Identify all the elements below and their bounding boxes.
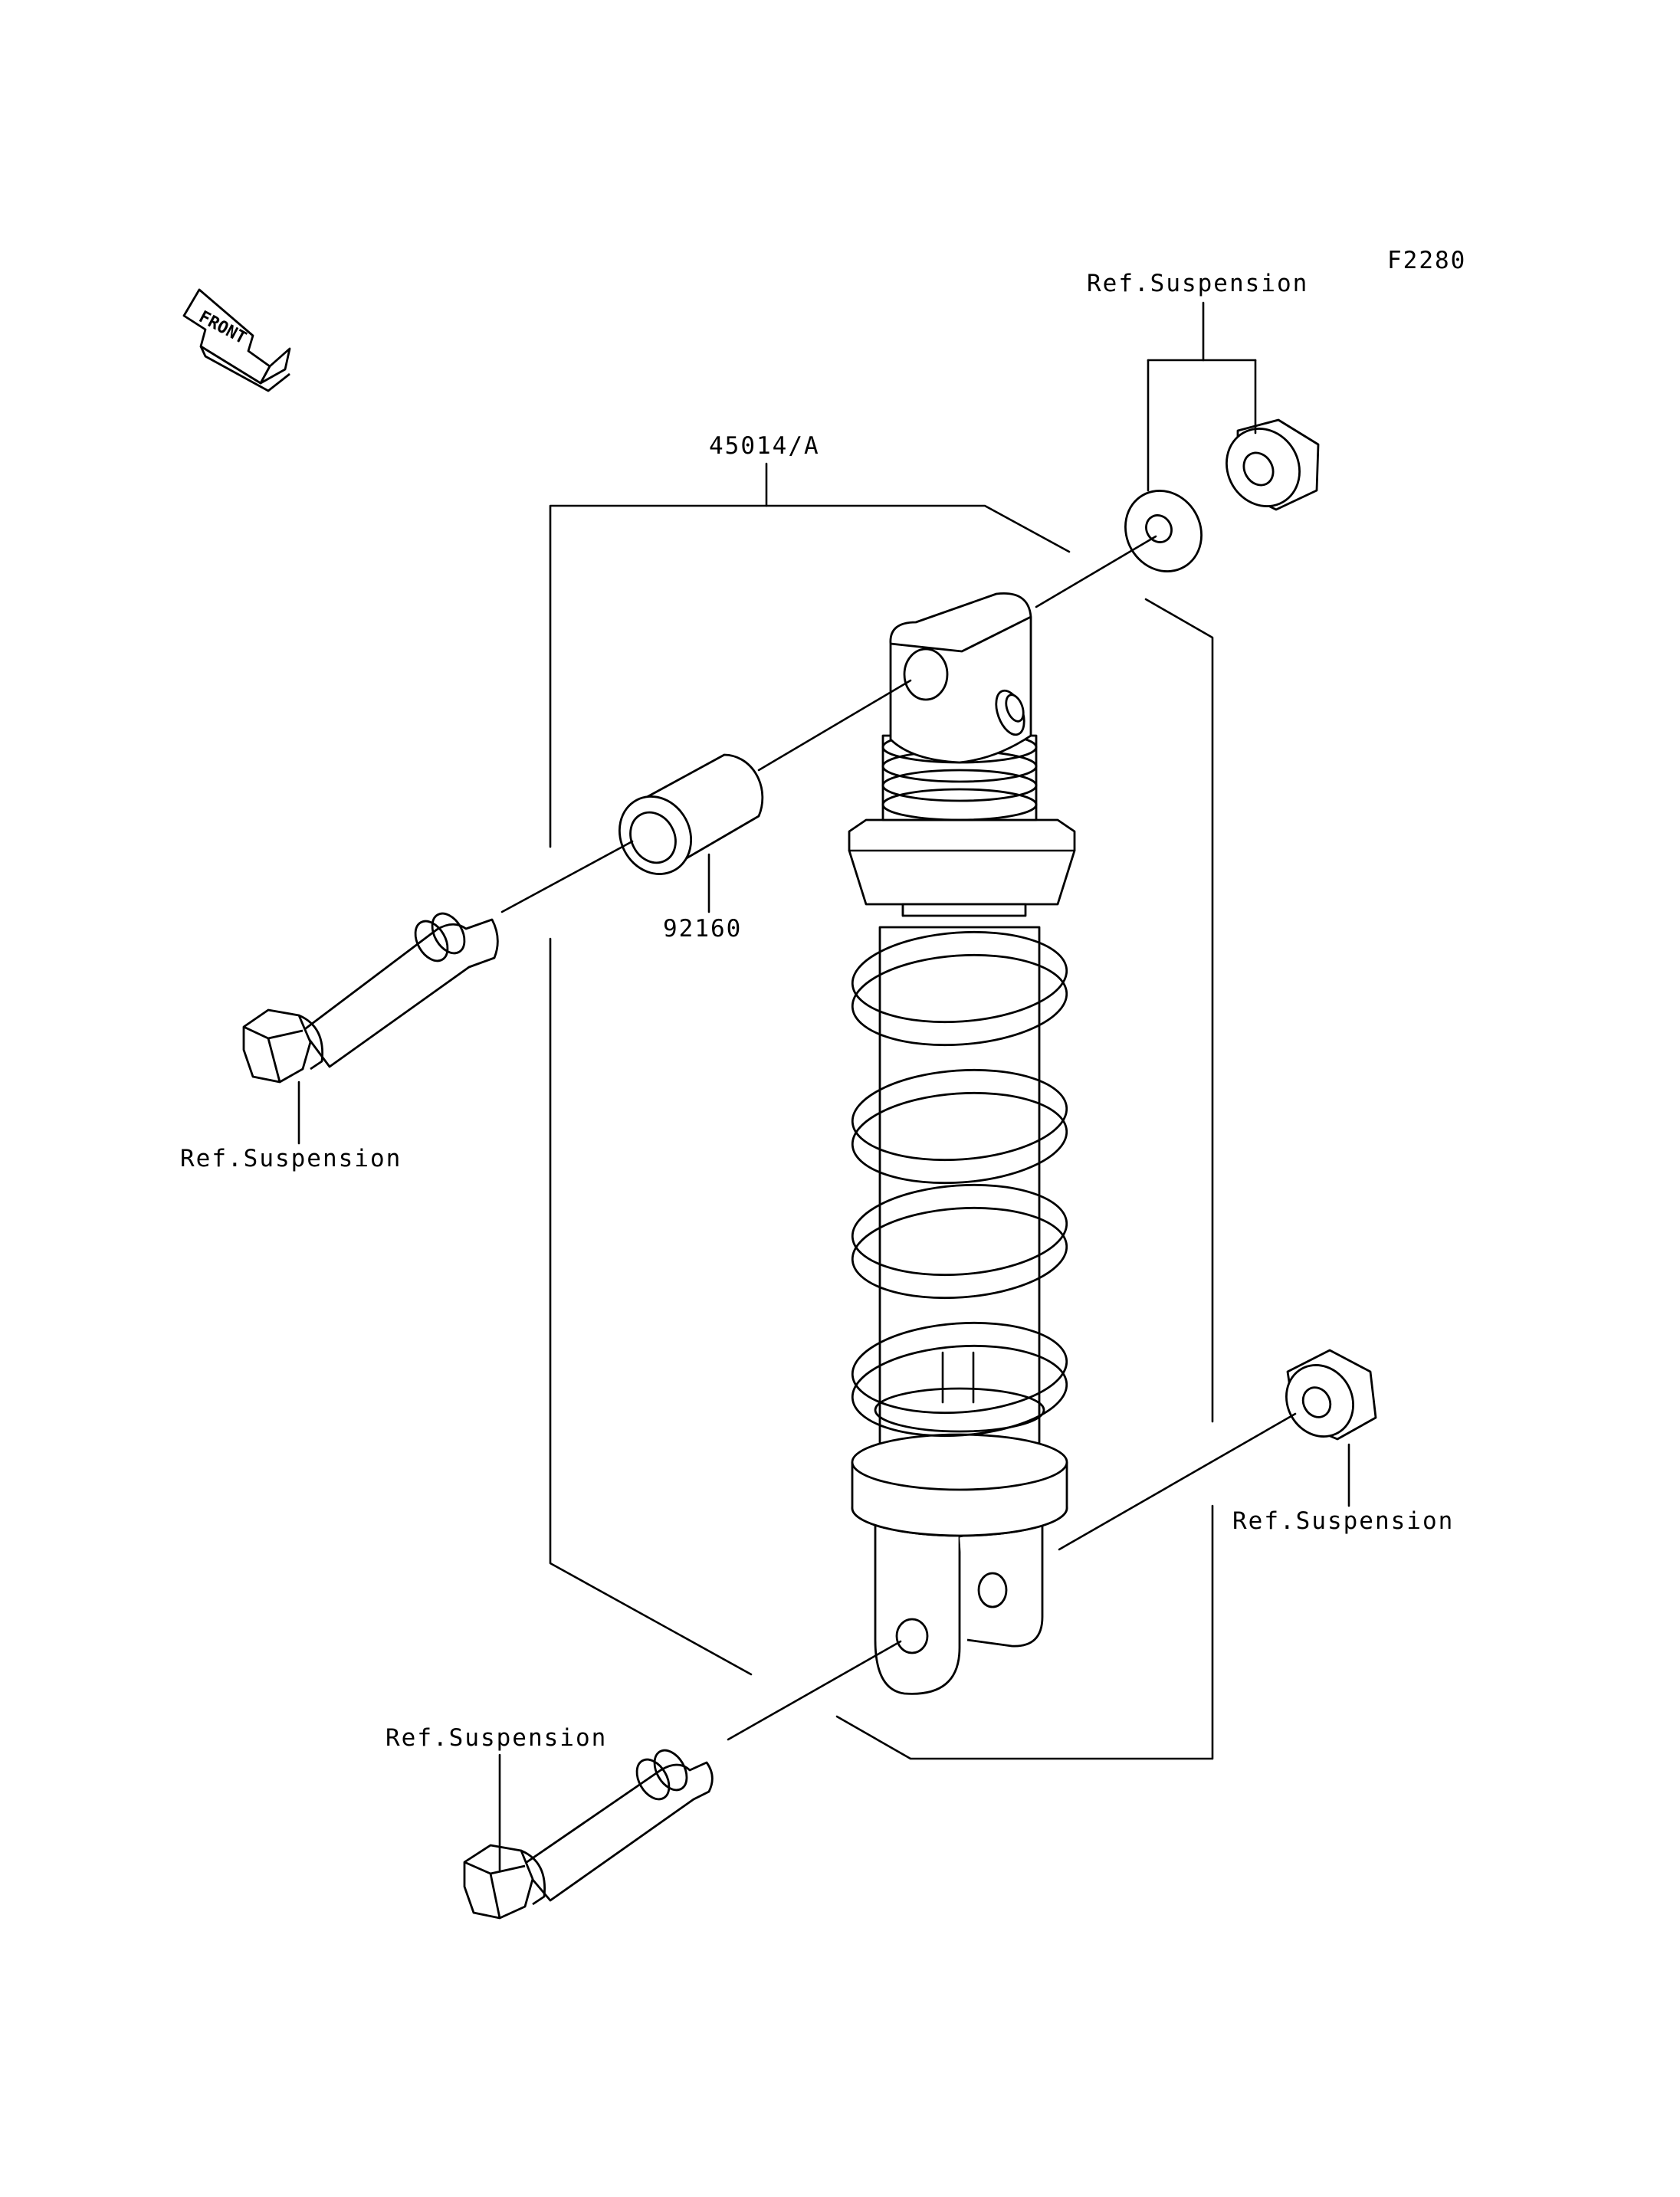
upper-axis-line (1035, 535, 1157, 608)
lower-bolt: Ref.Suspension (386, 1724, 714, 1920)
collar-part-number: 92160 (663, 915, 742, 943)
ref-suspension-upper-label: Ref.Suspension (1087, 270, 1308, 297)
left-bolt: Ref.Suspension (180, 912, 499, 1172)
figure-code: F2280 (1387, 247, 1466, 274)
shock-absorber (848, 592, 1076, 1695)
lower-bolt-axis-line (727, 1640, 902, 1741)
left-bolt-axis-line (500, 840, 634, 913)
lower-nut: Ref.Suspension (1232, 1349, 1454, 1535)
lower-nut-axis-line (1058, 1412, 1297, 1551)
front-arrow-icon: FRONT (182, 288, 291, 392)
collar: 92160 (618, 753, 764, 943)
ref-suspension-upper: Ref.Suspension (1087, 270, 1308, 492)
ref-suspension-lower-bolt-label: Ref.Suspension (386, 1724, 607, 1752)
upper-washer (1124, 490, 1203, 572)
assembly-bracket: 45014/A (549, 432, 1214, 1760)
collar-axis-line (757, 679, 912, 772)
shock-absorber-part-number: 45014/A (709, 432, 820, 460)
ref-suspension-lower-nut-label: Ref.Suspension (1232, 1507, 1454, 1535)
ref-suspension-left-bolt-label: Ref.Suspension (180, 1145, 402, 1172)
upper-nut (1226, 418, 1320, 511)
